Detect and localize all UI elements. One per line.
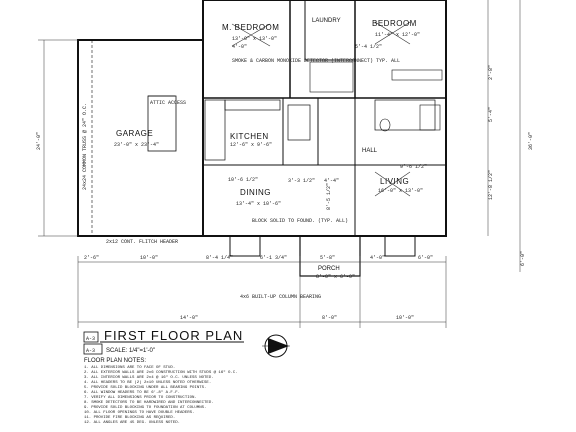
room-garage: GARAGE bbox=[116, 129, 153, 138]
dim-top-left: 4'-0" bbox=[232, 44, 247, 50]
dim-bottom-f: 4'-0" bbox=[370, 255, 385, 261]
dim-bottom-d: 6'-1 3/4" bbox=[260, 255, 287, 261]
dim-bottom-b: 10'-0" bbox=[140, 255, 158, 261]
note-5: 5. PROVIDE SOLID BLOCKING UNDER ALL BEAR… bbox=[84, 386, 206, 390]
dim-total-a: 14'-0" bbox=[180, 315, 198, 321]
dim-bottom-a: 2'-6" bbox=[84, 255, 99, 261]
note-11: 11. PROVIDE FIRE BLOCKING AS REQUIRED. bbox=[84, 416, 175, 420]
room-porch: PORCH bbox=[318, 266, 340, 272]
dim-total-b: 8'-0" bbox=[322, 315, 337, 321]
room-hall: HALL bbox=[362, 148, 378, 154]
room-living: LIVING bbox=[380, 177, 409, 186]
callout-column-bearing: 4x6 BUILT-UP COLUMN BEARING bbox=[240, 294, 321, 300]
dim-top-right: 5'-4 1/2" bbox=[355, 44, 382, 50]
title-block bbox=[83, 331, 244, 355]
room-bedroom-size: 11'-4" x 12'-0" bbox=[375, 32, 420, 38]
room-kitchen-size: 12'-6" x 9'-6" bbox=[230, 142, 272, 148]
dim-mid-d: 9'-6 1/2" bbox=[400, 164, 427, 170]
dim-right-c: 12'-8 1/2" bbox=[488, 170, 494, 200]
dim-right-d: 6'-0" bbox=[520, 251, 526, 266]
drawing-title: FIRST FLOOR PLAN bbox=[104, 328, 243, 343]
note-7: 7. VERIFY ALL DIMENSIONS PRIOR TO CONSTR… bbox=[84, 396, 197, 400]
note-6: 6. ALL WINDOW HEADERS TO BE 6'-8" A.F.F. bbox=[84, 390, 180, 395]
dim-dining-width: 10'-6 1/2" bbox=[228, 177, 258, 183]
callout-common-truss: 24x24 COMMON TRUSS @ 24" O.C. bbox=[82, 103, 88, 190]
note-2: 2. ALL EXTERIOR WALLS ARE 2x6 CONSTRUCTI… bbox=[84, 370, 238, 375]
dim-right-b: 5'-4" bbox=[488, 107, 494, 122]
note-10: 10. ALL FLOOR OPENINGS TO HAVE DOUBLE HE… bbox=[84, 411, 194, 415]
note-4: 4. ALL HEADERS TO BE (2) 2x10 UNLESS NOT… bbox=[84, 380, 211, 385]
north-arrow-icon bbox=[262, 334, 290, 358]
dim-bottom-g: 6'-0" bbox=[418, 255, 433, 261]
room-master-bedroom: M. BEDROOM bbox=[222, 23, 279, 32]
sheet-number: A-3 bbox=[86, 348, 95, 354]
room-garage-size: 23'-0" x 23'-4" bbox=[114, 142, 159, 148]
callout-smoke-detector: SMOKE & CARBON MONOXIDE DETECTOR (INTERC… bbox=[232, 58, 400, 64]
room-porch-size: 8'-0" x 6'-0" bbox=[316, 274, 355, 280]
note-1: 1. ALL DIMENSIONS ARE TO FACE OF STUD. bbox=[84, 366, 175, 370]
room-laundry: LAUNDRY bbox=[312, 18, 341, 24]
note-9: 9. PROVIDE SOLID BLOCKING TO FOUNDATION … bbox=[84, 406, 206, 410]
note-12: 12. ALL ANGLES ARE 45 DEG. UNLESS NOTED. bbox=[84, 421, 180, 425]
dim-total-c: 10'-0" bbox=[396, 315, 414, 321]
dim-mid-c: 8'-5 1/2" bbox=[326, 183, 332, 210]
room-bedroom: BEDROOM bbox=[372, 19, 417, 28]
note-3: 3. ALL INTERIOR WALLS ARE 2x4 @ 16" O.C.… bbox=[84, 375, 214, 380]
dim-right-total: 36'-0" bbox=[528, 132, 534, 150]
room-kitchen: KITCHEN bbox=[230, 132, 269, 141]
room-dining: DINING bbox=[240, 188, 271, 197]
callout-flitch-header: 2x12 CONT. FLITCH HEADER bbox=[106, 239, 178, 245]
drawing-scale: SCALE: 1/4"=1'-0" bbox=[106, 348, 155, 354]
room-master-bedroom-size: 13'-0" x 13'-0" bbox=[232, 36, 277, 42]
room-dining-size: 13'-4" x 10'-6" bbox=[236, 201, 281, 207]
notes-heading: FLOOR PLAN NOTES: bbox=[84, 358, 146, 364]
dim-mid-b: 4'-4" bbox=[324, 178, 339, 184]
callout-block-solid: BLOCK SOLID TO FOUND. (TYP. ALL) bbox=[252, 218, 348, 224]
dimension-lines bbox=[38, 0, 521, 328]
north-arrow-label: N bbox=[273, 345, 277, 351]
dim-bottom-c: 8'-4 1/4" bbox=[206, 255, 233, 261]
dim-right-a: 2'-8" bbox=[488, 65, 494, 80]
note-8: 8. SMOKE DETECTORS TO BE HARDWIRED AND I… bbox=[84, 401, 214, 405]
dim-bottom-e: 5'-8" bbox=[320, 255, 335, 261]
room-living-size: 16'-0" x 13'-0" bbox=[378, 188, 423, 194]
callout-attic-access: ATTIC ACCESS bbox=[150, 100, 186, 106]
room-cross-marks bbox=[231, 21, 411, 197]
sheet-number-box: A-3 bbox=[86, 336, 95, 342]
dim-mid-a: 3'-3 1/2" bbox=[288, 178, 315, 184]
dim-left-total: 24'-0" bbox=[36, 132, 42, 150]
